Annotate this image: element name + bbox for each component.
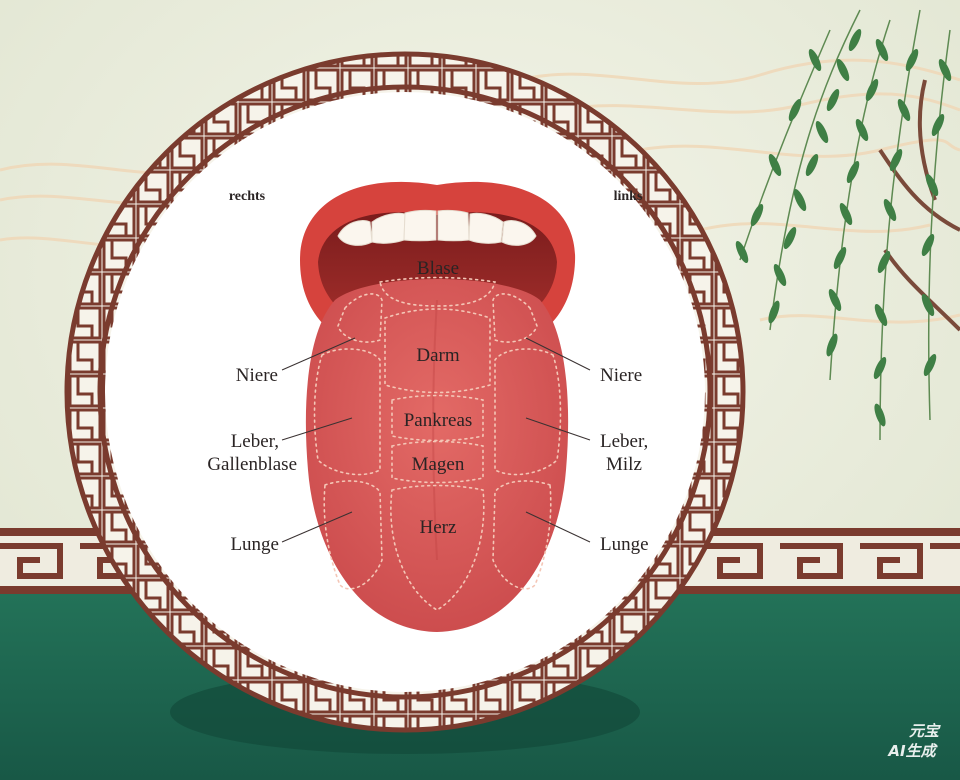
zone-outline-pancreas xyxy=(391,394,484,442)
right-label-liver-line1: Leber, xyxy=(600,431,648,452)
orientation-right-label: rechts xyxy=(229,189,266,204)
tongue-body xyxy=(305,279,569,632)
upper-teeth xyxy=(337,209,537,246)
zone-outline-liver-right xyxy=(494,348,562,476)
zone-outline-lung-left xyxy=(323,480,383,590)
leader-lines xyxy=(281,337,591,543)
tongue-zones xyxy=(313,276,562,611)
right-label-lung: Lunge xyxy=(600,534,649,555)
willow-branches xyxy=(735,9,960,441)
zone-label-heart: Herz xyxy=(420,517,457,538)
left-label-lung: Lunge xyxy=(230,534,279,555)
right-label-liver-line2: Milz xyxy=(606,454,642,475)
watermark-line1: 元宝 xyxy=(909,722,941,740)
zone-outline-liver-left xyxy=(313,348,381,476)
zone-outline-stomach xyxy=(391,440,484,484)
zone-label-pancreas: Pankreas xyxy=(404,410,473,431)
ai-watermark: 元宝 AI生成 xyxy=(887,722,941,760)
tongue: Blase Darm Pankreas Magen Herz xyxy=(305,258,569,632)
zone-outline-intestine xyxy=(384,308,491,394)
right-label-kidney: Niere xyxy=(600,365,642,386)
zone-label-bladder: Blase xyxy=(417,258,459,279)
cloud-swirls xyxy=(0,58,960,324)
orientation-left-label: links xyxy=(614,189,643,204)
zone-outline-kidney-right xyxy=(492,293,538,343)
left-label-liver-line2: Gallenblase xyxy=(207,454,297,475)
zone-label-stomach: Magen xyxy=(412,454,465,475)
left-label-liver-line1: Leber, xyxy=(231,431,279,452)
tongue-center-groove xyxy=(432,299,438,561)
zone-outline-heart xyxy=(390,484,485,611)
zone-label-intestine: Darm xyxy=(416,345,459,366)
zone-outline-lung-right xyxy=(492,480,552,590)
zone-outline-kidney-left xyxy=(337,293,383,343)
left-label-kidney: Niere xyxy=(236,365,278,386)
watermark-line2: AI生成 xyxy=(887,742,938,760)
